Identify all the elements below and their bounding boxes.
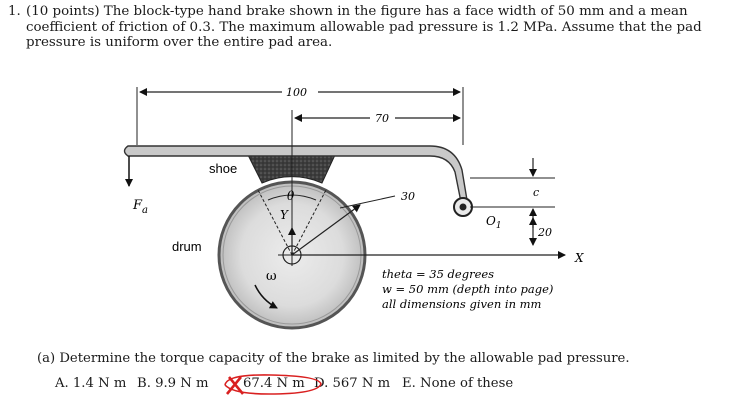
red-check-mark-icon	[224, 374, 322, 395]
fa-label: Fa	[132, 198, 148, 216]
choice-b[interactable]: B. 9.9 N m	[137, 376, 209, 391]
problem-number: 1.	[8, 4, 21, 19]
lever-arm	[123, 145, 468, 203]
choice-a[interactable]: A. 1.4 N m	[55, 376, 127, 391]
note-units: all dimensions given in mm	[382, 297, 542, 311]
problem-text: (10 points) The block-type hand brake sh…	[26, 4, 702, 51]
x-axis-label: X	[574, 251, 584, 265]
pivot-o1	[453, 197, 473, 217]
dim-20: 20	[537, 226, 552, 239]
y-label: Y	[280, 208, 289, 222]
problem-statement: 1. (10 points) The block-type hand brake…	[8, 4, 720, 51]
omega-label: ω	[266, 269, 277, 284]
brake-figure: shoe drum Fa θ Y ω O1 X c 100 70 30 20 t…	[123, 86, 584, 330]
theta-label: θ	[287, 189, 295, 203]
dim-70: 70	[375, 112, 389, 125]
choice-c[interactable]: 67.4 N m	[243, 376, 305, 391]
choice-e[interactable]: E. None of these	[402, 376, 514, 391]
drum-label: drum	[172, 239, 202, 254]
note-width: w = 50 mm (depth into page)	[382, 282, 553, 296]
part-a-question: (a) Determine the torque capacity of the…	[37, 351, 630, 366]
note-theta: theta = 35 degrees	[382, 267, 494, 281]
dim-100: 100	[286, 86, 307, 99]
dim-30: 30	[401, 190, 415, 203]
omega-arrow	[254, 284, 278, 309]
shoe-label: shoe	[209, 161, 237, 176]
answer-choices: A. 1.4 N m B. 9.9 N m 67.4 N m D. 567 N …	[55, 374, 655, 398]
c-label: c	[533, 186, 539, 199]
o1-label: O1	[486, 214, 502, 231]
